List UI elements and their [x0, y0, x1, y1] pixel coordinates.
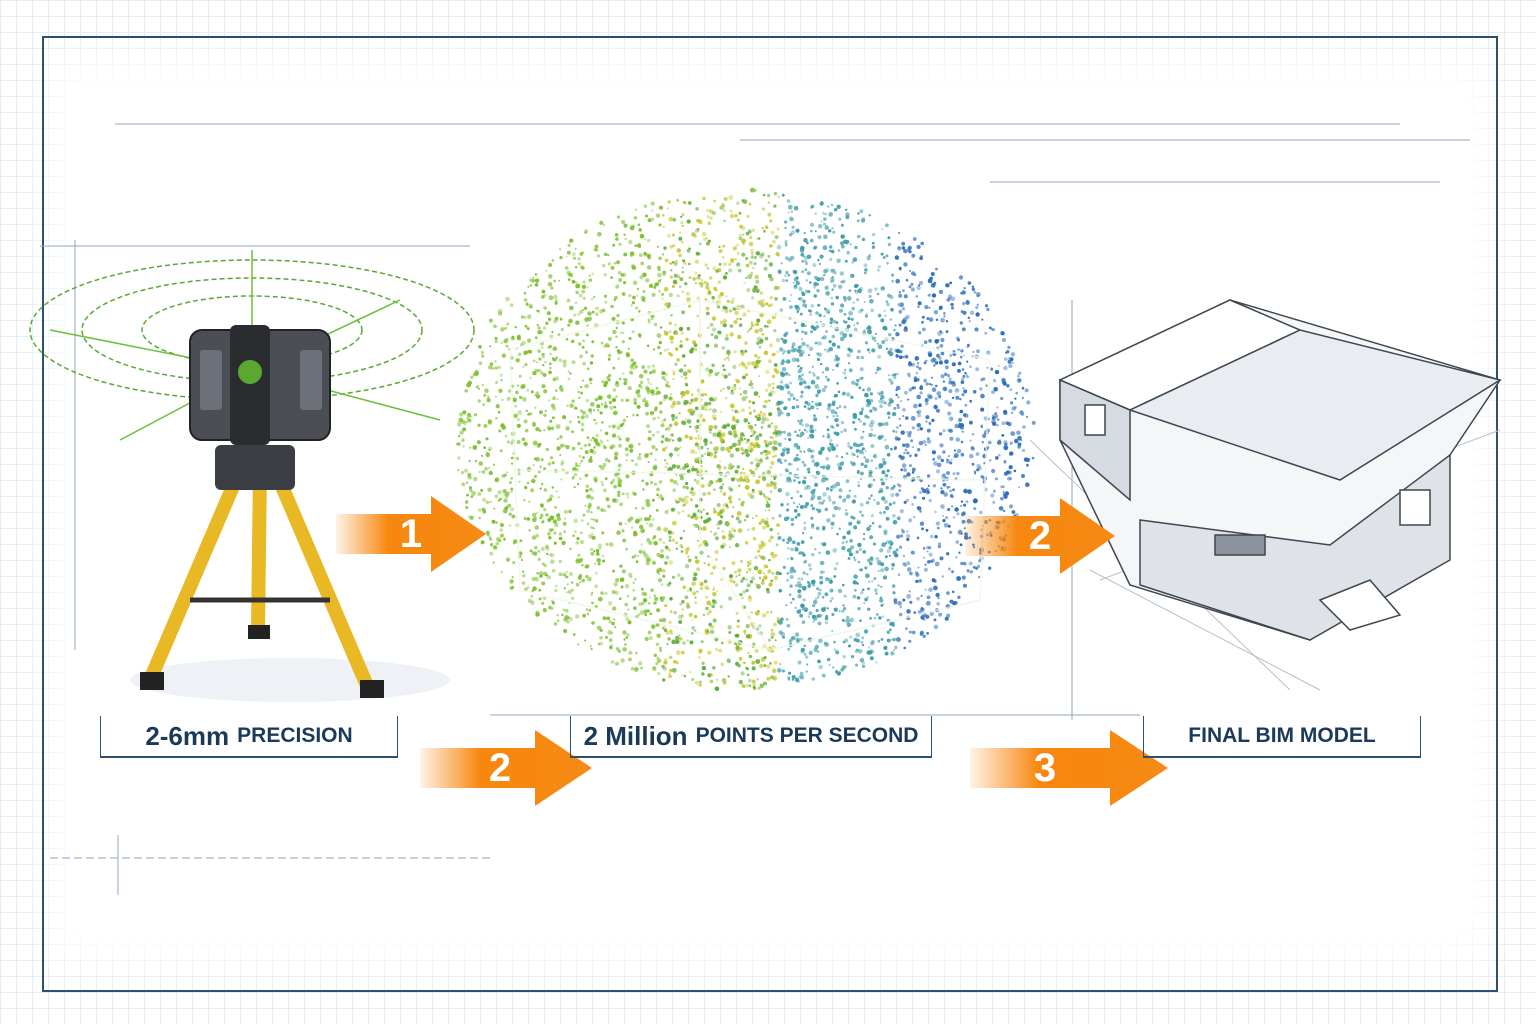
construction-lines	[40, 123, 1470, 895]
precision-value: 2-6mm	[145, 720, 230, 751]
model-label: FINAL BIM MODEL	[1143, 716, 1421, 758]
step-number: 2	[1028, 513, 1052, 558]
step-arrow-4: 3	[970, 730, 1168, 806]
point-cloud-building	[508, 298, 992, 652]
arrow-icon	[420, 730, 592, 806]
laser-scanner-icon	[189, 325, 331, 445]
tripod-icon	[130, 445, 450, 702]
arrow-icon	[965, 498, 1115, 574]
blueprint-frame	[42, 36, 1498, 992]
step-arrow-2: 2	[965, 498, 1135, 574]
arrow-icon	[970, 730, 1168, 806]
step-arrow-1: 1	[336, 496, 506, 572]
points-label: 2 Million POINTS PER SECOND	[570, 716, 932, 758]
step-number: 1	[399, 511, 423, 556]
point-cloud-icon	[456, 187, 1036, 692]
points-value: 2 Million	[583, 720, 688, 751]
step-number: 2	[488, 745, 512, 790]
precision-label: 2-6mm PRECISION	[100, 716, 398, 758]
precision-caption: PRECISION	[237, 724, 353, 747]
arrow-icon	[336, 496, 486, 572]
model-caption: FINAL BIM MODEL	[1188, 724, 1376, 747]
step-number: 3	[1033, 745, 1057, 790]
step-arrow-3: 2	[420, 730, 592, 806]
points-caption: POINTS PER SECOND	[695, 724, 919, 747]
bim-model-icon	[1029, 299, 1502, 691]
